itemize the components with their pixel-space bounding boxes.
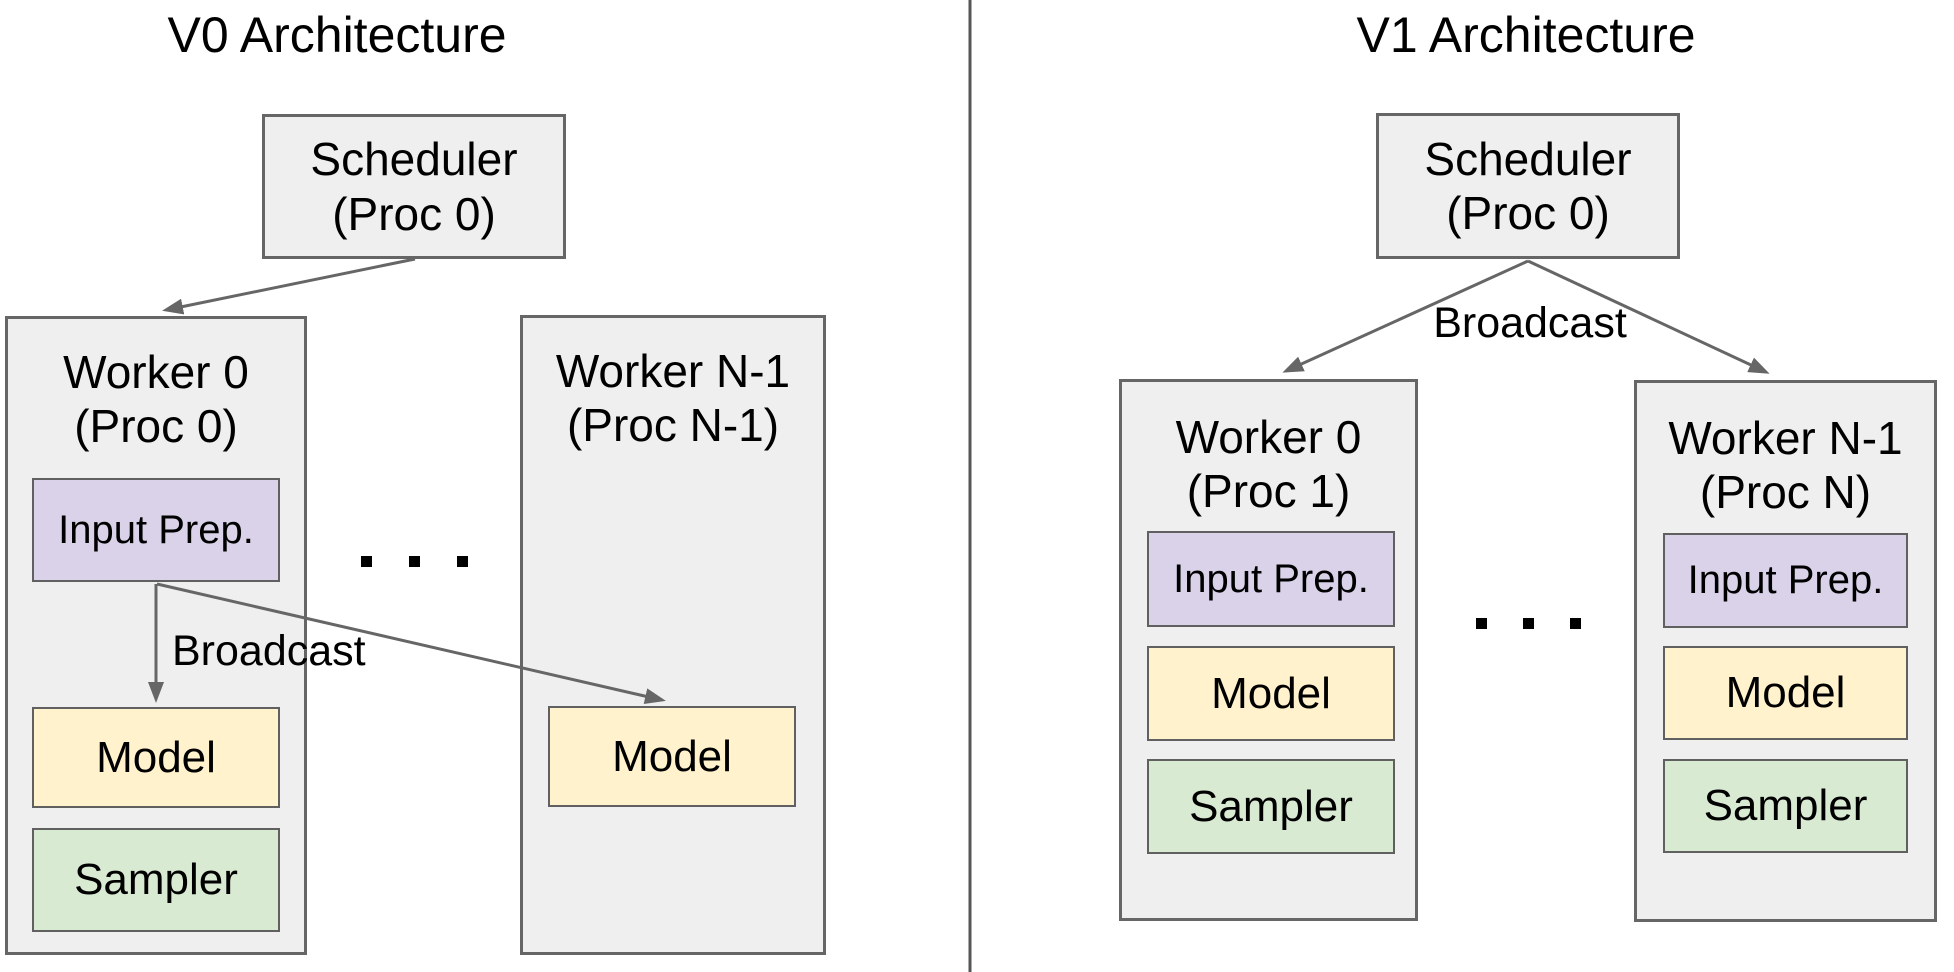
v1-worker0-line2: (Proc 1) bbox=[1186, 465, 1351, 518]
v1-scheduler-line1: Scheduler bbox=[1424, 132, 1632, 185]
v0-worker0-input-prep-box: Input Prep. bbox=[32, 478, 280, 582]
v0-workerN1-box: Worker N-1 (Proc N-1) Model bbox=[520, 315, 826, 955]
v0-broadcast-label: Broadcast bbox=[172, 627, 366, 675]
v1-scheduler-line2: (Proc 0) bbox=[1446, 187, 1610, 239]
v0-scheduler-line1: Scheduler bbox=[310, 133, 518, 186]
v0-title: V0 Architecture bbox=[167, 7, 507, 63]
v0-workerN1-line1: Worker N-1 bbox=[555, 345, 791, 397]
v0-worker0-model-box: Model bbox=[32, 707, 280, 808]
v0-worker0-sampler-box: Sampler bbox=[32, 828, 280, 932]
v0-worker0-line2: (Proc 0) bbox=[74, 400, 238, 453]
v1-scheduler-box: Scheduler (Proc 0) bbox=[1376, 113, 1680, 259]
v1-workerN1-model-box: Model bbox=[1663, 646, 1908, 740]
v1-title: V1 Architecture bbox=[1356, 7, 1696, 63]
v1-worker0-line1: Worker 0 bbox=[1175, 411, 1362, 463]
v1-broadcast-label: Broadcast bbox=[1433, 299, 1627, 347]
v1-worker0-sampler-box: Sampler bbox=[1147, 759, 1395, 854]
ellipsis-dot bbox=[1570, 618, 1581, 629]
v1-worker0-box: Worker 0 (Proc 1) Input Prep. Model Samp… bbox=[1119, 379, 1418, 921]
v1-workerN1-label: Worker N-1 (Proc N) bbox=[1637, 411, 1934, 520]
v1-ellipsis bbox=[1476, 618, 1581, 629]
v0-workerN1-label: Worker N-1 (Proc N-1) bbox=[523, 344, 823, 453]
v1-worker0-label: Worker 0 (Proc 1) bbox=[1122, 410, 1415, 519]
v1-workerN1-sampler-box: Sampler bbox=[1663, 759, 1908, 853]
ellipsis-dot bbox=[361, 556, 372, 567]
ellipsis-dot bbox=[409, 556, 420, 567]
v1-worker0-model-box: Model bbox=[1147, 646, 1395, 741]
v1-workerN1-box: Worker N-1 (Proc N) Input Prep. Model Sa… bbox=[1634, 380, 1937, 922]
v1-workerN1-input-prep-box: Input Prep. bbox=[1663, 533, 1908, 628]
v0-worker0-label: Worker 0 (Proc 0) bbox=[8, 345, 304, 454]
v0-worker0-line1: Worker 0 bbox=[63, 346, 249, 398]
v0-workerN1-model-box: Model bbox=[548, 706, 796, 807]
v0-scheduler-box: Scheduler (Proc 0) bbox=[262, 114, 566, 259]
ellipsis-dot bbox=[1523, 618, 1534, 629]
ellipsis-dot bbox=[1476, 618, 1487, 629]
v0-ellipsis bbox=[361, 556, 468, 567]
ellipsis-dot bbox=[457, 556, 468, 567]
v1-workerN1-line2: (Proc N) bbox=[1699, 466, 1872, 519]
v1-workerN1-line1: Worker N-1 bbox=[1668, 412, 1903, 464]
v0-scheduler-line2: (Proc 0) bbox=[332, 187, 496, 240]
v1-worker0-input-prep-box: Input Prep. bbox=[1147, 531, 1395, 627]
v0-workerN1-line2: (Proc N-1) bbox=[566, 399, 780, 452]
v0-arrow-scheduler-to-worker0 bbox=[162, 257, 416, 315]
